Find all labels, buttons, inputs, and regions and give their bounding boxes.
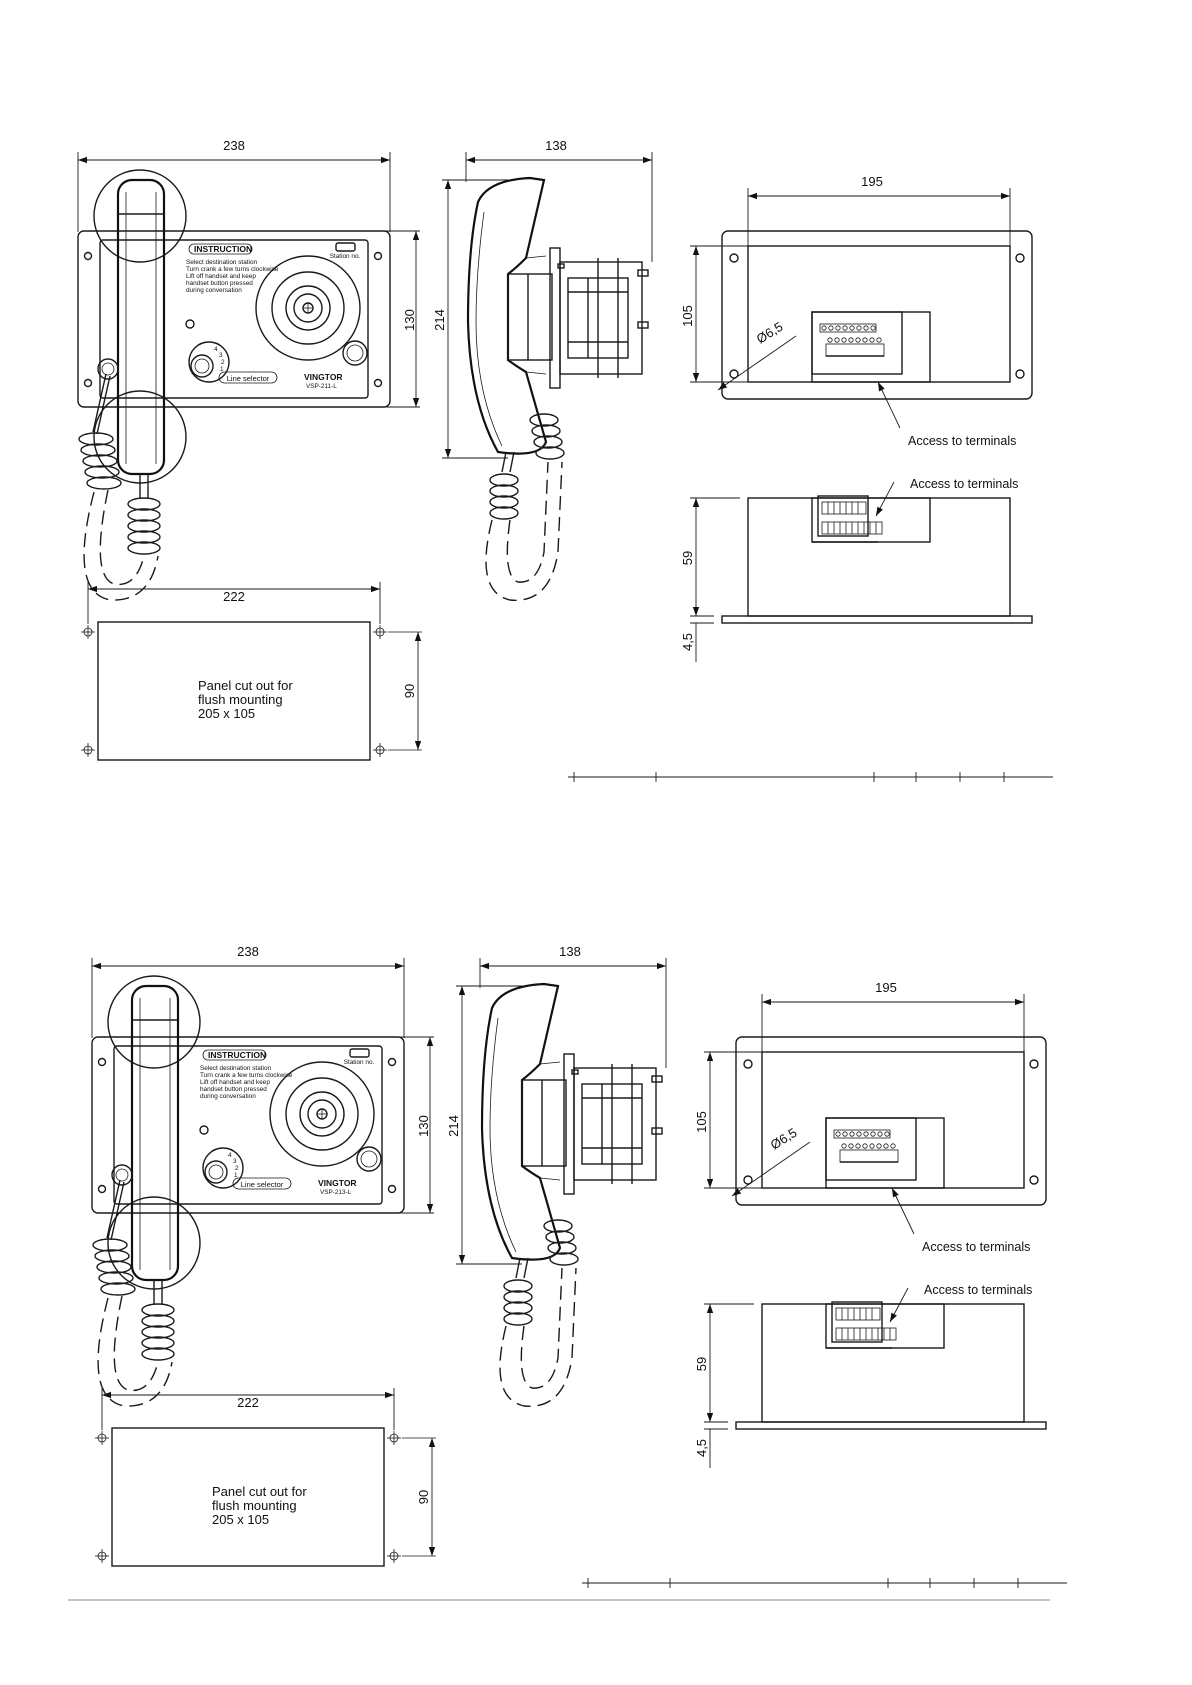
instruction-line: Turn crank a few turns clockwise: [200, 1072, 293, 1079]
line-selector-label: Line selector: [241, 1180, 284, 1189]
dim-depth: 59: [680, 551, 695, 565]
dim-front-width: 238: [237, 944, 259, 959]
access-label: Access to terminals: [910, 477, 1018, 491]
station-label: Station no.: [330, 253, 361, 260]
dim-side-height: 214: [432, 309, 447, 331]
brand-label: VINGTOR: [318, 1178, 357, 1188]
instruction-line: Select destination station: [186, 259, 257, 266]
instruction-line: during conversation: [200, 1093, 256, 1100]
instruction-title: INSTRUCTION: [208, 1050, 266, 1060]
dim-plate: 4,5: [680, 633, 695, 651]
instruction-line: Select destination station: [200, 1065, 271, 1072]
dim-front-height: 130: [416, 1115, 431, 1137]
dial-number: 2: [221, 359, 225, 366]
access-label: Access to terminals: [908, 434, 1016, 448]
dim-cutout-width: 222: [237, 1395, 259, 1410]
dim-side-width: 138: [545, 138, 567, 153]
cutout-text: Panel cut out for: [198, 678, 293, 693]
dim-back-width: 195: [861, 174, 883, 189]
drawing-set-2: 238 130 INSTRUCTION Select destination s…: [92, 944, 1067, 1588]
cutout-text: flush mounting: [198, 692, 283, 707]
access-label: Access to terminals: [922, 1240, 1030, 1254]
dial-number: 1: [220, 366, 224, 373]
dim-side-height: 214: [446, 1115, 461, 1137]
dim-back-width: 195: [875, 980, 897, 995]
instruction-line: handset button pressed: [200, 1086, 267, 1093]
dim-back-height: 105: [680, 305, 695, 327]
dim-front-width: 238: [223, 138, 245, 153]
dim-side-width: 138: [559, 944, 581, 959]
model-label: VSP-213-L: [320, 1189, 352, 1196]
dim-back-height: 105: [694, 1111, 709, 1133]
line-selector-label: Line selector: [227, 374, 270, 383]
cutout-text: 205 x 105: [212, 1512, 269, 1527]
dim-depth: 59: [694, 1357, 709, 1371]
dim-hole: Ø6,5: [768, 1125, 800, 1153]
brand-label: VINGTOR: [304, 372, 343, 382]
dial-number: 4: [214, 346, 218, 353]
instruction-line: Turn crank a few turns clockwise: [186, 266, 279, 273]
cutout-text: 205 x 105: [198, 706, 255, 721]
cutout-text: flush mounting: [212, 1498, 297, 1513]
dial-number: 3: [219, 352, 223, 359]
access-label: Access to terminals: [924, 1283, 1032, 1297]
dial-number: 4: [228, 1152, 232, 1159]
dim-plate: 4,5: [694, 1439, 709, 1457]
instruction-line: during conversation: [186, 287, 242, 294]
dim-front-height: 130: [402, 309, 417, 331]
instruction-title: INSTRUCTION: [194, 244, 252, 254]
dim-cutout-width: 222: [223, 589, 245, 604]
dial-number: 1: [234, 1172, 238, 1179]
model-label: VSP-211-L: [306, 383, 337, 390]
instruction-line: Lift off handset and keep: [200, 1079, 270, 1086]
station-label: Station no.: [344, 1059, 375, 1066]
instruction-line: Lift off handset and keep: [186, 273, 256, 280]
instruction-line: handset button pressed: [186, 280, 253, 287]
dial-number: 3: [233, 1158, 237, 1165]
dim-hole: Ø6,5: [754, 319, 786, 347]
drawing-set-1: 238 130 INSTRUCTION Select destination s…: [78, 138, 1053, 782]
dial-number: 2: [235, 1165, 239, 1172]
dim-cutout-height: 90: [416, 1490, 431, 1504]
dim-cutout-height: 90: [402, 684, 417, 698]
cutout-text: Panel cut out for: [212, 1484, 307, 1499]
